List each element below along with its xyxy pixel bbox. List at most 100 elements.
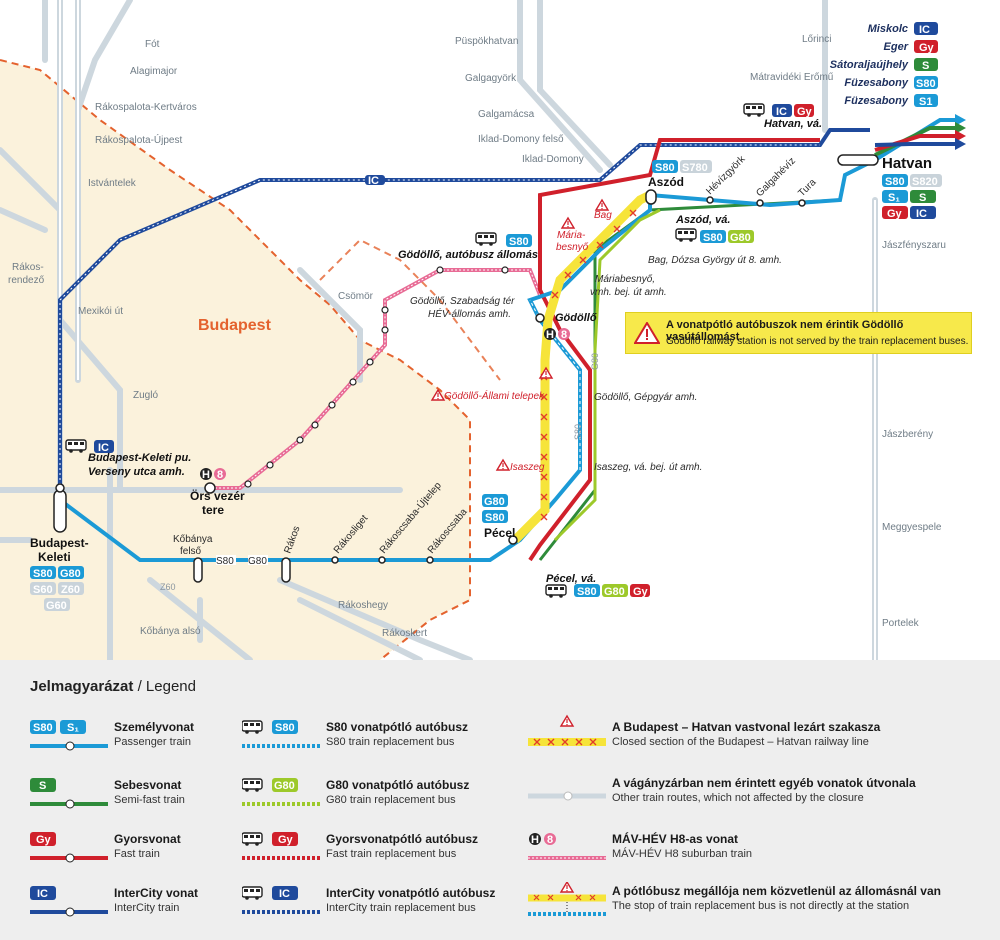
station-mariabesnyo-2: besnyő [556, 242, 589, 253]
legend-other-en: Other train routes, which not affected b… [612, 792, 864, 804]
station-hatvan-va: Hatvan, vá. [764, 118, 822, 130]
place-mexikoi: Mexikói út [78, 306, 123, 317]
place-kobanya-also: Kőbánya alsó [140, 626, 201, 637]
station-aszod-va: Aszód, vá. [675, 214, 730, 226]
badge-s80-pecel-va: S80 [577, 586, 597, 598]
station-bag: Bag [594, 210, 612, 221]
legend-symbol-g80-bus: G80 [242, 778, 320, 806]
station-marks [53, 154, 879, 583]
badge-s80-hatvan: S80 [885, 176, 905, 188]
station-isaszeg: Isaszeg [510, 462, 545, 473]
badge-s1-hatvan: S₁ [888, 192, 900, 204]
svg-text:S80: S80 [33, 722, 53, 734]
badge-gy-pecel-va: Gy [633, 586, 649, 598]
place-matravideki: Mátravidéki Erőmű [750, 72, 834, 83]
place-galgamacsa: Galgamácsa [478, 109, 535, 120]
dest-eger-badge: Gy [919, 42, 935, 54]
badge-s80-godollo-busz: S80 [509, 236, 529, 248]
station-pecel: Pécel [484, 526, 515, 540]
badge-s-hatvan: S [919, 192, 926, 204]
svg-text:IC: IC [37, 888, 48, 900]
line-label-z60: Z60 [160, 582, 176, 592]
place-jaszbereny: Jászberény [882, 429, 933, 440]
station-kobanya-1: Kőbánya [173, 534, 213, 545]
place-rakoshegy: Rákoshegy [338, 600, 388, 611]
station-gepgyar: Gödöllő, Gépgyár amh. [594, 392, 697, 403]
badge-s60-keleti: S60 [33, 584, 53, 596]
station-kobanya-2: felső [180, 546, 202, 557]
legend-offsite-stop-en: The stop of train replacement bus is not… [612, 900, 910, 912]
station-hatvan: Hatvan [882, 155, 932, 172]
badge-ic-hatvan: IC [916, 208, 927, 220]
station-mariabesnyo-1: Mária- [557, 230, 586, 241]
dest-miskolc: Miskolc [868, 23, 908, 35]
legend-title-en: Legend [145, 678, 196, 695]
badge-gy-hatvan: Gy [887, 208, 903, 220]
legend-intercity-hu: InterCity vonat [114, 886, 199, 900]
line-label-s80-vert: S80 [573, 424, 583, 440]
station-godollo: Gödöllő [555, 312, 597, 324]
place-alagimajor: Alagimajor [130, 66, 178, 77]
legend-ic-bus-en: InterCity train replacement bus [326, 902, 476, 914]
place-iklad-felso: Iklad-Domony felső [478, 134, 564, 145]
badge-s80-pecel: S80 [485, 512, 505, 524]
badge-s80-keleti: S80 [33, 568, 53, 580]
station-galgaheviz: Galgahévíz [754, 156, 798, 200]
place-puspokhatvan: Püspökhatvan [455, 36, 518, 47]
legend-symbol-intercity: IC [30, 886, 108, 917]
legend-panel: Jelmagyarázat / Legend S80 S₁ Személyvon… [0, 660, 1000, 940]
station-godollo-szabadsag-2: HÉV-állomás amh. [428, 307, 511, 320]
station-allami: Gödöllő-Állami telepek [444, 389, 545, 402]
svg-text:IC: IC [279, 888, 290, 900]
place-galgagyork: Galgagyörk [465, 73, 517, 84]
badge-s820-hatvan: S820 [912, 176, 938, 188]
legend-intercity-en: InterCity train [114, 902, 180, 914]
place-fot: Fót [145, 39, 160, 50]
legend-symbol-offsite-stop [528, 882, 606, 916]
station-bp-keleti-2: Keleti [38, 550, 71, 564]
closed-x [540, 209, 637, 521]
station-mariabesnyo-v2: vmh. bej. út amh. [590, 287, 667, 298]
legend-symbol-semifast: S [30, 778, 108, 809]
svg-text:8: 8 [547, 834, 553, 846]
legend-h8-en: MÁV-HÉV H8 suburban train [612, 848, 753, 860]
dest-fuzesabony-1: Füzesabony [844, 77, 908, 89]
line-label-s80: S80 [216, 556, 234, 567]
closed-section [511, 190, 653, 544]
legend-passenger-hu: Személyvonat [114, 720, 195, 734]
place-csomor: Csömör [338, 291, 374, 302]
dest-eger: Eger [884, 41, 909, 53]
station-godollo-busz: Gödöllő, autóbusz állomás [398, 249, 538, 261]
place-iklad: Iklad-Domony [522, 154, 584, 165]
badge-g80-pecel: G80 [484, 496, 505, 508]
badge-h8-godollo: 8 [561, 329, 567, 341]
station-mariabesnyo-v1: Máriabesnyő, [595, 274, 655, 285]
svg-text:Gy: Gy [36, 834, 52, 846]
place-rakoskert: Rákoskert [382, 628, 427, 639]
station-aszod: Aszód [648, 175, 684, 189]
dest-fuzesabony-2: Füzesabony [844, 95, 908, 107]
svg-text:G80: G80 [274, 780, 295, 792]
legend-fast-hu: Gyorsvonat [114, 832, 181, 846]
line-label-g80-vert: G80 [590, 353, 600, 370]
place-lorinci: Lőrinci [802, 34, 831, 45]
h8-stops [244, 266, 509, 488]
warning-icon [634, 322, 660, 344]
place-meggyespele: Meggyespele [882, 522, 942, 533]
legend-symbol-passenger: S80 S₁ [30, 720, 108, 751]
dest-satoraljaujhely: Sátoraljaújhely [830, 59, 909, 71]
legend-symbol-s80-bus: S80 [242, 720, 320, 748]
legend-fast-bus-hu: Gyorsvonatpótló autóbusz [326, 832, 479, 846]
notice-text-hu: A vonatpótló autóbuszok nem érintik Gödö… [666, 319, 904, 343]
badge-gy-hatvan-va: Gy [797, 106, 813, 118]
station-bag-dozsa: Bag, Dózsa György út 8. amh. [648, 255, 782, 266]
station-orsvezer-1: Örs vezér [190, 488, 245, 503]
station-hevizgyork: Hévízgyörk [704, 153, 748, 197]
legend-g80-bus-en: G80 train replacement bus [326, 794, 456, 806]
legend-symbol-fast: Gy [30, 832, 108, 863]
inline-labels: Z60 S80 G80 S80 G80 IC [160, 175, 600, 592]
place-portelek: Portelek [882, 618, 920, 629]
dest-fuzesabony-1-badge: S80 [916, 78, 936, 90]
svg-text:S₁: S₁ [67, 722, 79, 734]
legend-h8-hu: MÁV-HÉV H8-as vonat [612, 832, 739, 846]
